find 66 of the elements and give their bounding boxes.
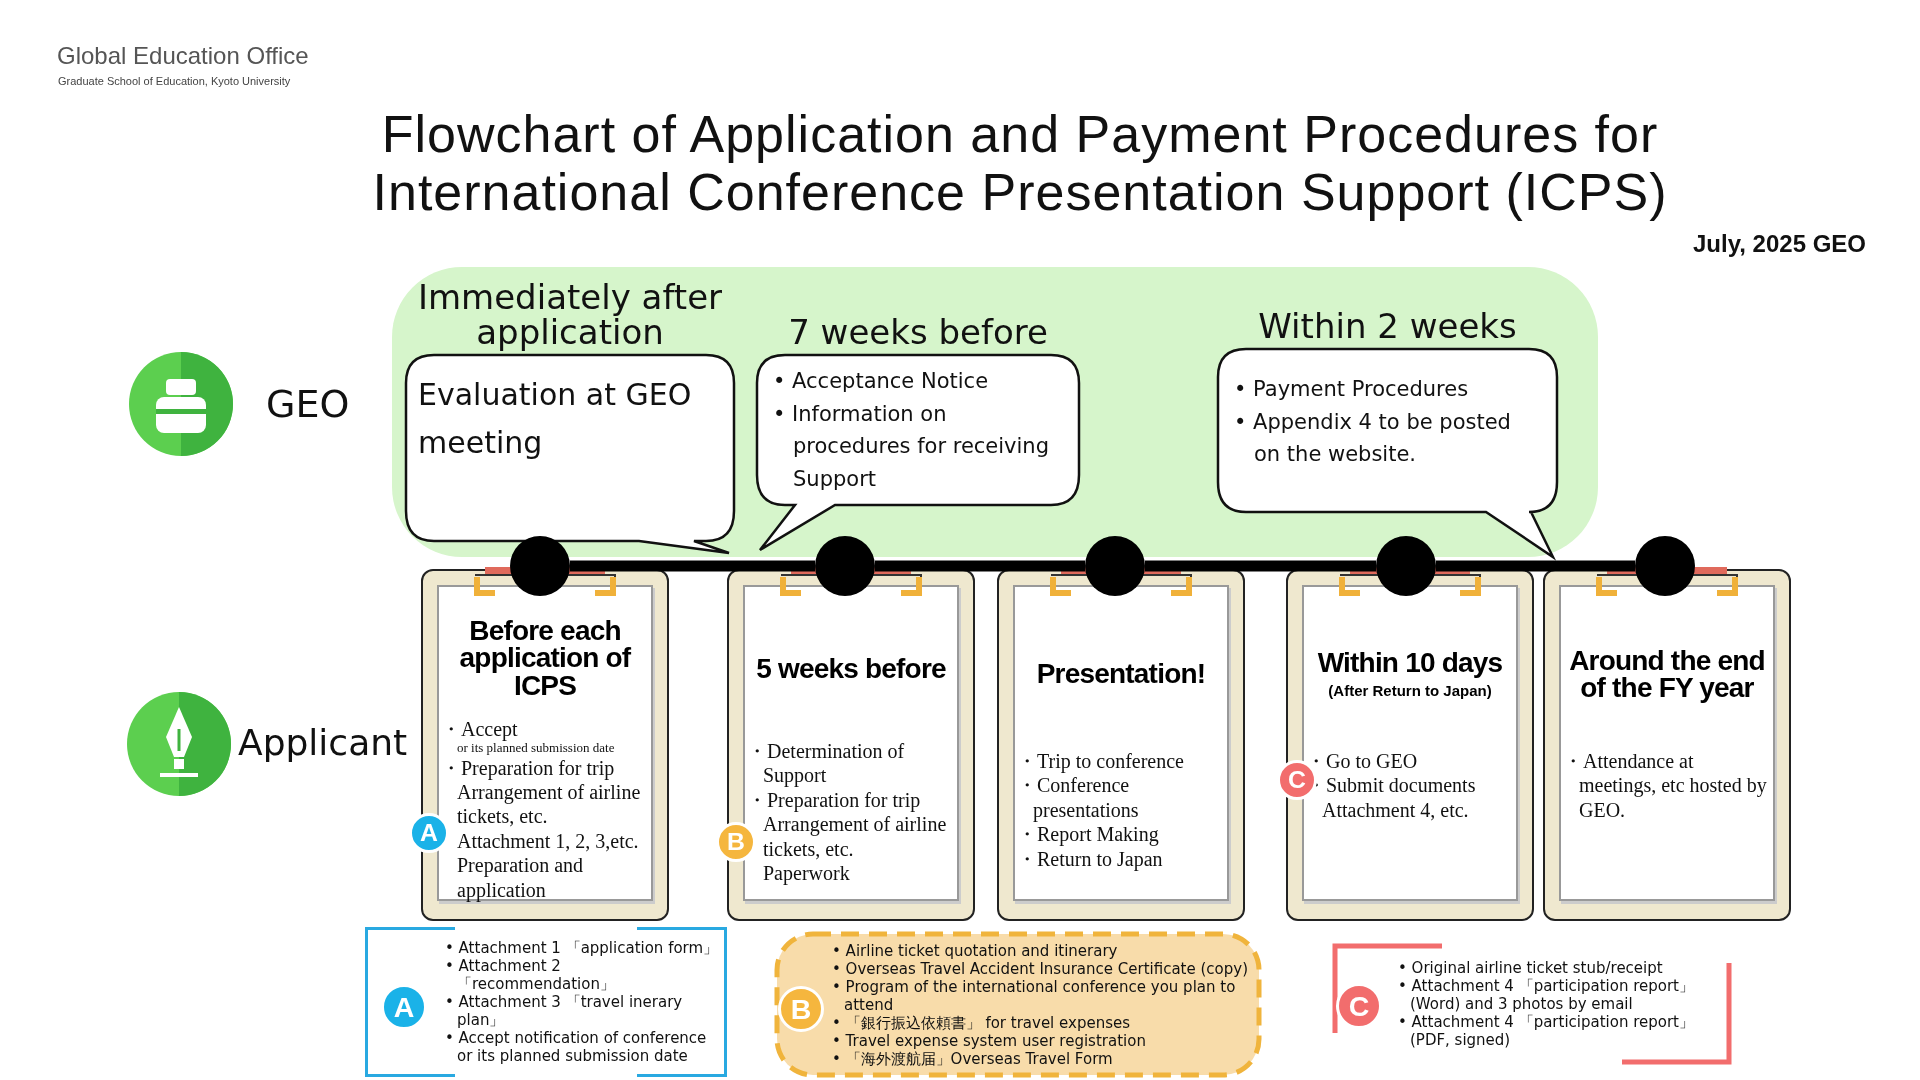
list-item: • Attachment 4 「participation report」 (PDF, signed) bbox=[1398, 1013, 1695, 1049]
timing-heading: Within 2 weeks bbox=[1257, 309, 1518, 345]
list-item: • Original airline ticket stub/receipt bbox=[1398, 959, 1664, 977]
timing-heading: Around the end of the FY year bbox=[1568, 646, 1766, 702]
list-item: • Attachment 4 「participation report」 (Word) and 3 photos by email bbox=[1398, 977, 1695, 1013]
list-item: • Overseas Travel Accident Insurance Certificate (copy) bbox=[832, 959, 1249, 978]
bubble-text: Evaluation at GEO meeting bbox=[418, 376, 693, 462]
timing-heading: Before each application of ICPS bbox=[458, 616, 632, 700]
list-item: • Airline ticket quotation and itinerary bbox=[832, 941, 1119, 960]
timeline-dot bbox=[1635, 536, 1695, 596]
bullet-item: ・Trip to conference bbox=[1017, 749, 1185, 774]
clipboard bbox=[997, 569, 1245, 921]
item-text: Paperwork bbox=[762, 860, 851, 886]
list-item: • 「海外渡航届」Overseas Travel Form bbox=[832, 1049, 1114, 1068]
timeline-line bbox=[1145, 560, 1376, 572]
badge: A bbox=[409, 813, 449, 853]
bullet-item: ・Conference presentations bbox=[1017, 773, 1140, 823]
item-text: Arrangement of airline tickets, etc. bbox=[456, 780, 642, 829]
bullet-item: • Appendix 4 to be posted on the website. bbox=[1234, 408, 1512, 469]
list-item: • Program of the international conference you plan to attend bbox=[832, 977, 1237, 1014]
row-label: Applicant bbox=[238, 722, 408, 763]
date-note: July, 2025 GEO bbox=[1693, 230, 1866, 258]
timeline-line bbox=[570, 560, 815, 572]
timing-heading: Immediately after application bbox=[416, 279, 724, 351]
item-text: Attachment 1, 2, 3,etc. bbox=[456, 828, 640, 854]
bullet-item: • Payment Procedures bbox=[1234, 376, 1470, 403]
list-item: • Accept notification of conference or its planned submission date bbox=[445, 1029, 708, 1065]
badge: B bbox=[716, 822, 756, 862]
item-text: Arrangement of airline tickets, etc. bbox=[762, 812, 948, 861]
list-item: • Travel expense system user registration bbox=[832, 1031, 1147, 1050]
badge: A bbox=[381, 984, 427, 1030]
row-label: GEO bbox=[266, 382, 350, 426]
clipboard bbox=[1286, 569, 1534, 921]
bullet-item: ・Accept bbox=[441, 717, 519, 742]
list-item: • 「銀行振込依頼書」 for travel expenses bbox=[832, 1013, 1131, 1032]
bullet-item: ・Preparation for trip bbox=[441, 755, 616, 781]
office-name: Global Education Office bbox=[57, 42, 309, 70]
timeline-line bbox=[875, 560, 1085, 572]
timing-heading: 7 weeks before bbox=[787, 315, 1049, 351]
document-list-frame bbox=[1332, 943, 1732, 1065]
timing-heading: Presentation! bbox=[1035, 660, 1207, 688]
item-note: or its planned submission date bbox=[457, 741, 616, 756]
timing-note: (After Return to Japan) bbox=[1327, 682, 1493, 700]
timeline-line bbox=[1436, 560, 1635, 572]
bullet-item: ・Preparation for trip bbox=[747, 787, 922, 813]
list-item: • Attachment 2 「recommendation」 bbox=[445, 957, 616, 993]
clipboard bbox=[1543, 569, 1791, 921]
bullet-item: • Acceptance Notice bbox=[773, 368, 990, 395]
document-list-frame bbox=[365, 927, 727, 1077]
bullet-item: ・Attendance at meetings, etc hosted by GEO. bbox=[1563, 749, 1768, 823]
bullet-item: ・Determination of Support bbox=[747, 739, 906, 788]
clipboard bbox=[421, 569, 669, 921]
timing-heading: 5 weeks before bbox=[755, 655, 947, 683]
bullet-item: • Information on procedures for receiving Support bbox=[773, 400, 1050, 493]
badge: C bbox=[1336, 983, 1382, 1029]
list-item: • Attachment 1 「application form」 bbox=[445, 939, 719, 957]
timing-heading: Within 10 days bbox=[1316, 648, 1504, 677]
document-list-panel bbox=[774, 931, 1262, 1078]
office-subtitle: Graduate School of Education, Kyoto University bbox=[58, 75, 291, 87]
clipboard bbox=[727, 569, 975, 921]
bullet-item: ・Return to Japan bbox=[1017, 846, 1164, 871]
list-item: • Attachment 3 「travel inerary plan」 bbox=[445, 993, 684, 1029]
item-text: Preparation and application bbox=[456, 853, 585, 903]
item-text: Attachment 4, etc. bbox=[1321, 797, 1470, 823]
bullet-item: ・Report Making bbox=[1017, 822, 1160, 847]
chart-title: Flowchart of Application and Payment Procedures for International Conference Presentation Support (ICPS) bbox=[371, 105, 1669, 222]
